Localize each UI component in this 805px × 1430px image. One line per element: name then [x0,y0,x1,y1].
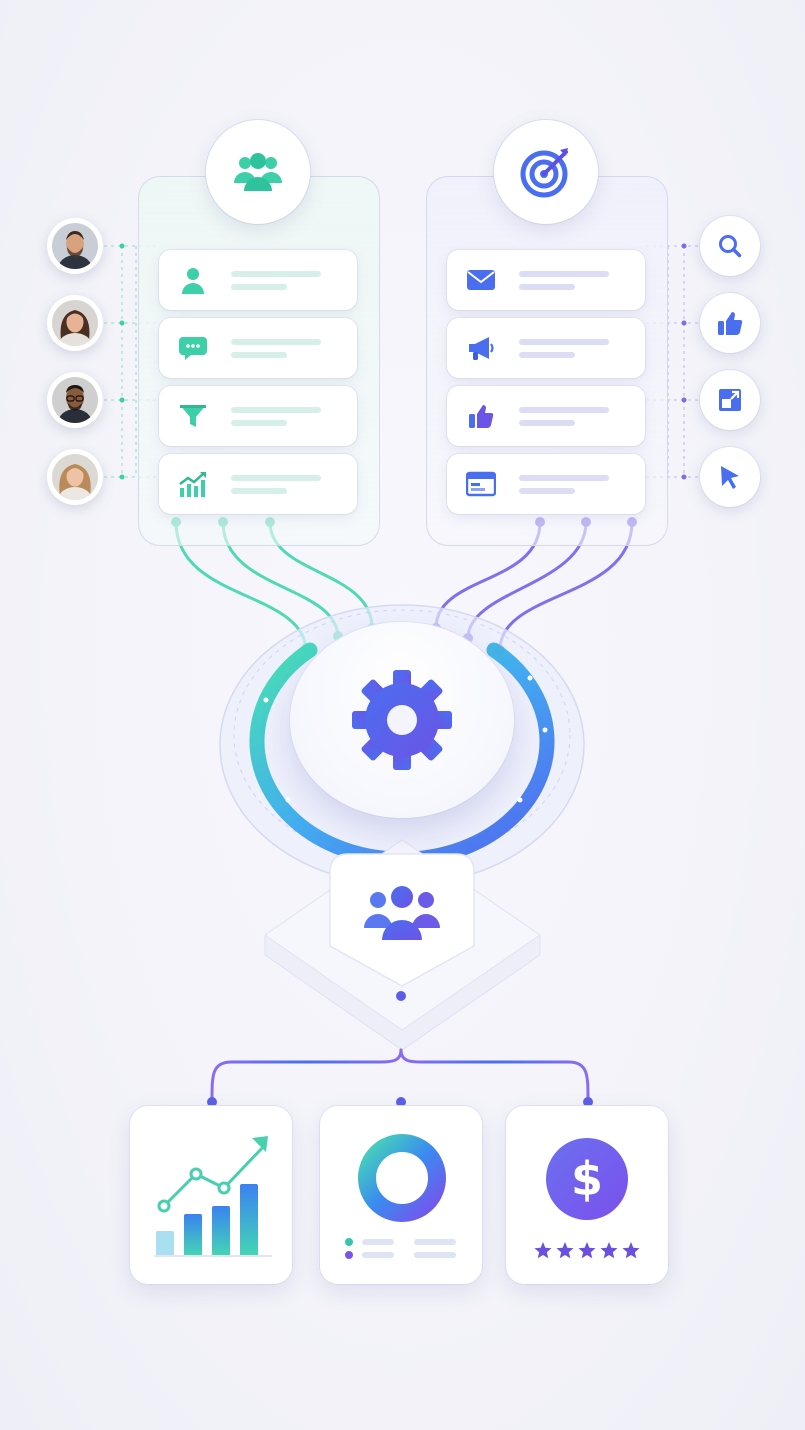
person-avatar-4 [52,454,98,500]
funnel-icon [180,405,206,427]
revenue-card[interactable]: $ [506,1106,668,1284]
avatar[interactable] [47,372,103,428]
placeholder-line [519,488,575,494]
person-avatar-3 [52,377,98,423]
placeholder-line [519,271,609,277]
growth-bar [212,1206,230,1256]
target-icon [520,148,568,198]
browser-window-icon [466,471,496,497]
placeholder-line [519,284,575,290]
growth-bar [184,1214,202,1256]
campaign-row-announce[interactable] [447,318,645,378]
placeholder-line [519,407,609,413]
growth-bar [240,1184,258,1256]
star-icon [534,1242,552,1259]
placeholder-line [519,352,575,358]
person-avatar-1 [52,223,98,269]
audience-hub[interactable] [206,120,310,224]
users-group-icon [234,153,282,191]
placeholder-line [519,339,609,345]
expand-button[interactable] [700,370,760,430]
cursor-icon [721,466,739,489]
avatar[interactable] [47,295,103,351]
placeholder-line [519,420,575,426]
expand-icon [719,389,741,411]
star-icon [622,1242,640,1259]
dollar-badge: $ [546,1138,628,1220]
segment-node[interactable] [328,848,476,988]
placeholder-line [231,284,287,290]
placeholder-line [231,475,321,481]
star-icon [600,1242,618,1259]
audience-row-messages[interactable] [159,318,357,378]
star-icon [556,1242,574,1259]
audience-row-profile[interactable] [159,250,357,310]
placeholder-line [231,271,321,277]
avatar[interactable] [47,218,103,274]
mail-icon [467,270,495,290]
campaign-row-email[interactable] [447,250,645,310]
like-button[interactable] [700,293,760,353]
thumbs-up-icon [469,405,494,428]
donut-chart [358,1134,446,1222]
audience-row-funnel[interactable] [159,386,357,446]
donut-legend [345,1238,456,1259]
placeholder-line [231,488,287,494]
processing-engine[interactable] [290,622,514,818]
growth-bar [156,1231,174,1256]
placeholder-line [231,407,321,413]
avatar[interactable] [47,449,103,505]
megaphone-icon [469,337,494,360]
growth-bar-chart [154,1136,272,1257]
campaign-hub[interactable] [494,120,598,224]
user-icon [182,268,204,294]
placeholder-line [231,420,287,426]
gear-icon [352,670,452,770]
like-icon [718,312,743,335]
currency-symbol: $ [570,1152,603,1206]
placeholder-line [519,475,609,481]
star-icon [578,1242,596,1259]
search-icon [719,235,742,258]
growth-chart-icon [179,472,206,497]
audience-row-growth[interactable] [159,454,357,514]
placeholder-line [231,352,287,358]
campaign-row-web[interactable] [447,454,645,514]
placeholder-line [231,339,321,345]
cursor-button[interactable] [700,447,760,507]
audience-icon [364,886,440,940]
person-avatar-2 [52,300,98,346]
growth-report-card[interactable] [130,1106,292,1284]
campaign-row-engagement[interactable] [447,386,645,446]
rating-stars [534,1242,640,1259]
search-button[interactable] [700,216,760,276]
chat-bubble-icon [179,337,207,360]
analytics-card[interactable] [320,1106,482,1284]
